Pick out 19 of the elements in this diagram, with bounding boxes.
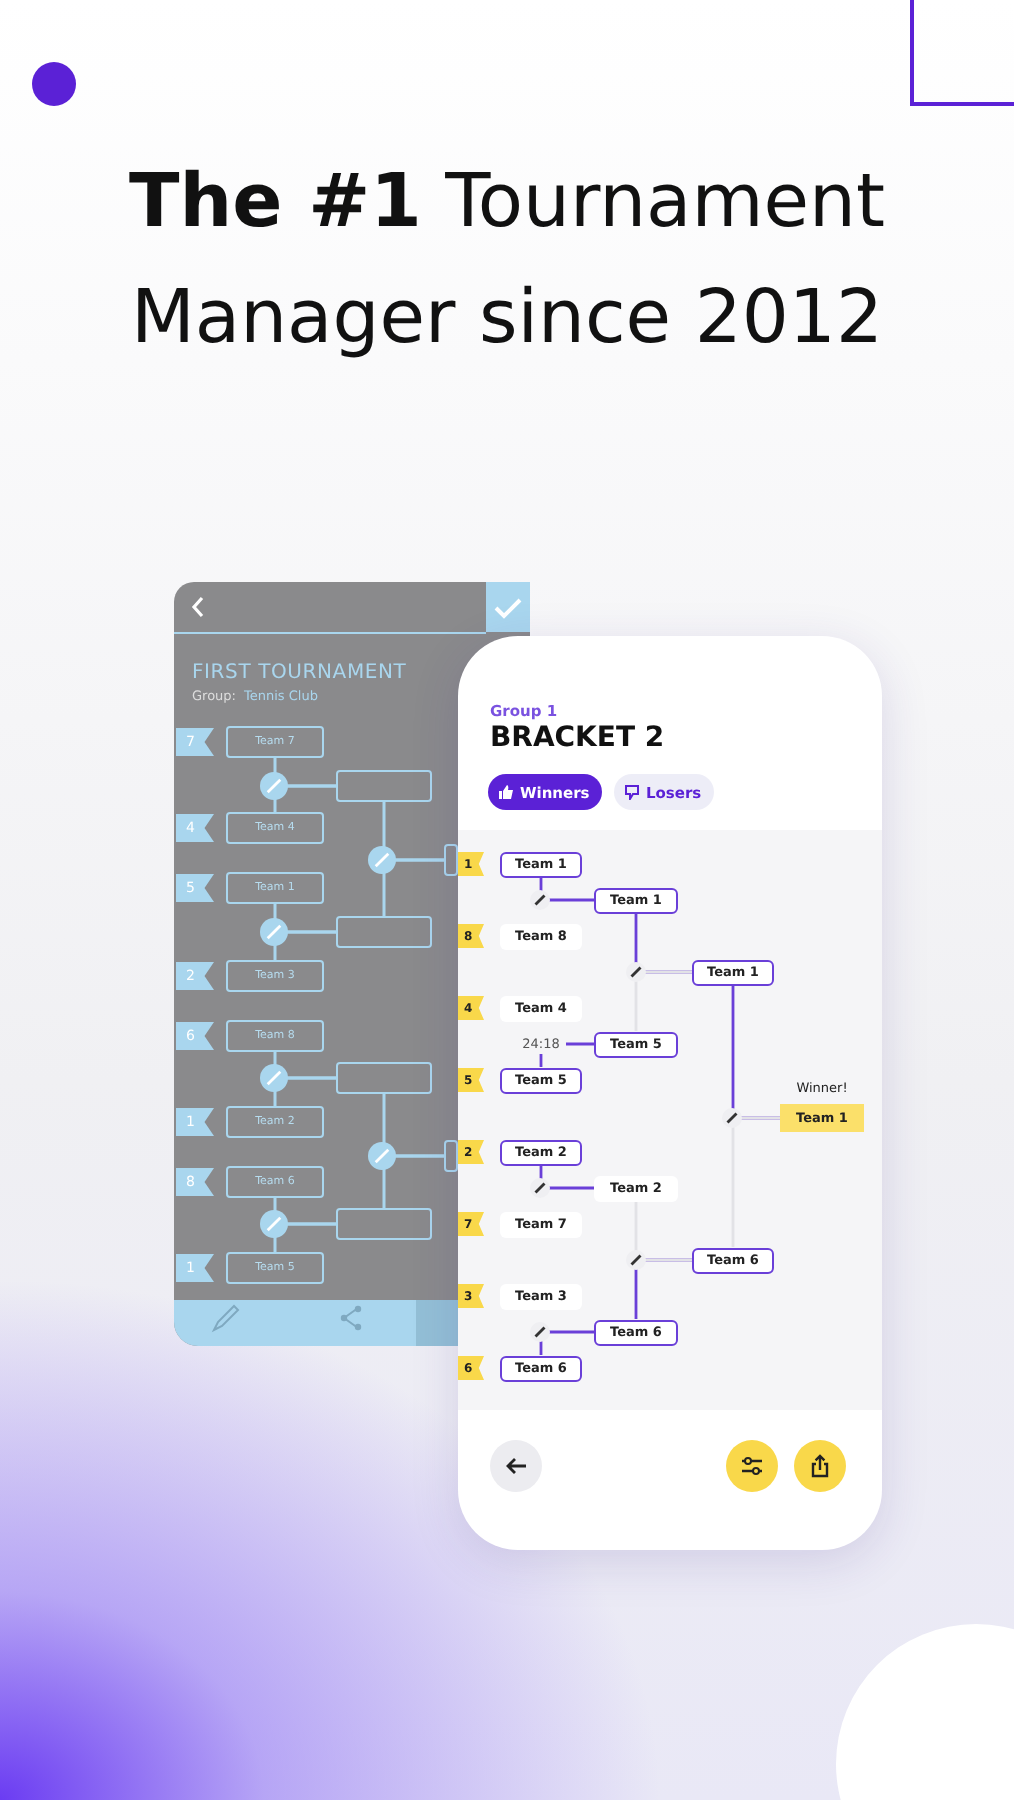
connector-line xyxy=(382,1154,444,1208)
match-slot xyxy=(336,1208,432,1240)
headline: The #1 Tournament Manager since 2012 xyxy=(127,156,887,364)
connector-line xyxy=(539,1165,594,1190)
bracket-title: BRACKET 2 xyxy=(490,722,665,754)
connector-line xyxy=(539,1330,594,1355)
connector-line xyxy=(273,784,336,812)
match-slot xyxy=(336,1062,432,1094)
connector-line xyxy=(634,970,692,1031)
connector-line xyxy=(539,877,594,902)
connector-line xyxy=(273,930,336,960)
match-slot xyxy=(336,770,432,802)
connector-line xyxy=(731,1116,780,1247)
screen-title: FIRST TOURNAMENT xyxy=(192,662,407,684)
connector-line xyxy=(273,1222,336,1252)
match-slot xyxy=(336,916,432,948)
connector-line xyxy=(634,1201,692,1262)
connector-line xyxy=(382,858,444,916)
connector-line xyxy=(273,1076,336,1106)
